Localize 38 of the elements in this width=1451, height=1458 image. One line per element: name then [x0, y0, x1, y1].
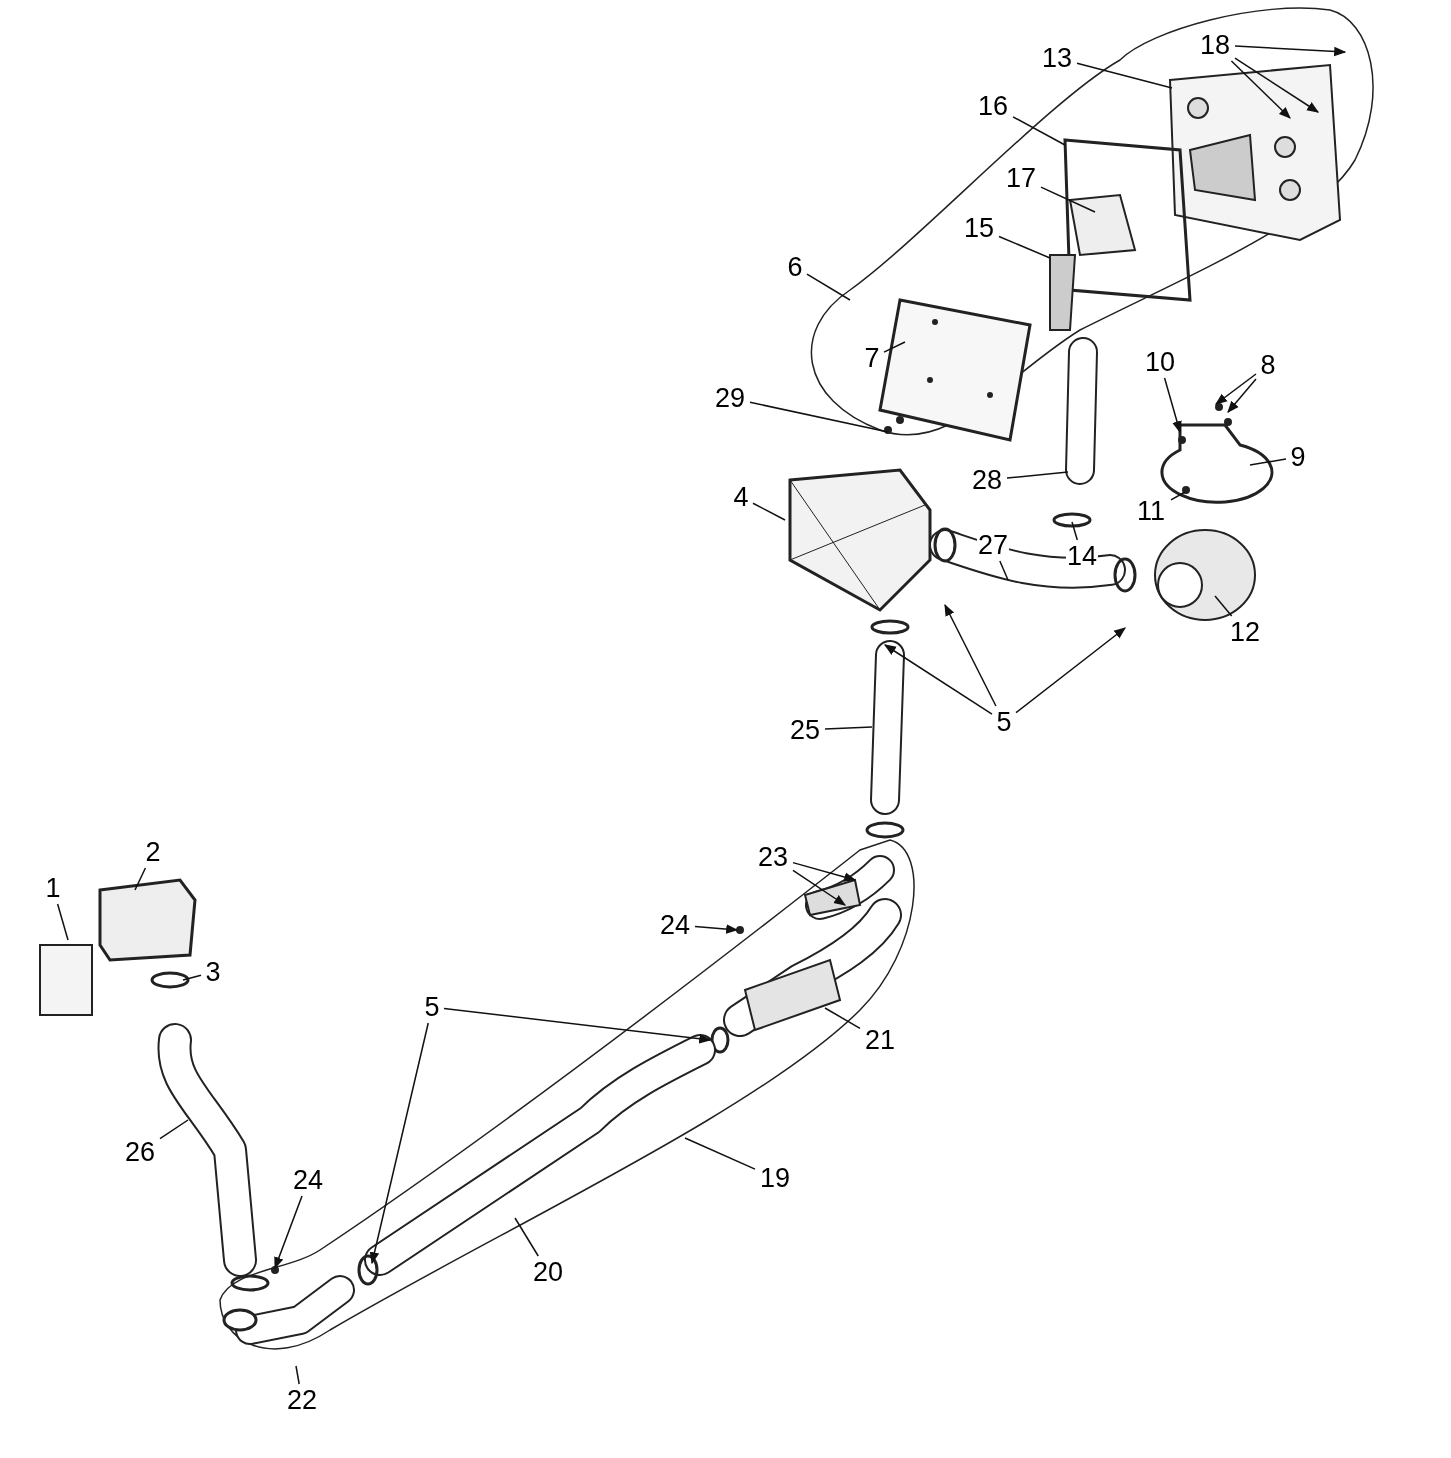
leader-line: [824, 1007, 861, 1030]
leader-line: [182, 974, 202, 981]
leader-line: [1015, 627, 1126, 714]
leader-line: [1234, 57, 1319, 113]
leader-line: [514, 1217, 539, 1257]
leader-line: [1071, 521, 1079, 541]
leader-line: [1040, 186, 1096, 213]
leader-line: [1163, 377, 1182, 434]
leader-line: [1215, 373, 1257, 405]
leader-line: [884, 644, 993, 715]
leader-line: [274, 1195, 303, 1270]
leader-line: [999, 560, 1009, 581]
leader-line: [998, 235, 1051, 259]
leader-line: [1076, 62, 1173, 89]
leader-line: [752, 502, 786, 521]
leader-line: [443, 1007, 712, 1044]
leader-line: [792, 861, 857, 882]
leader-line: [883, 341, 906, 353]
leader-line: [694, 924, 739, 934]
leader-line: [1170, 491, 1186, 501]
leader-line: [295, 1365, 300, 1385]
leader-line: [749, 401, 889, 433]
leader-line: [1214, 595, 1233, 617]
leader-line: [944, 603, 997, 707]
leader-line: [792, 869, 846, 906]
leader-line: [369, 1022, 429, 1265]
leader-line: [806, 273, 851, 301]
leader-line: [1227, 378, 1257, 413]
leader-line: [56, 903, 69, 941]
leader-line: [1234, 45, 1347, 57]
leader-line: [824, 726, 873, 730]
leader-line: [1230, 60, 1291, 119]
leader-line: [134, 867, 147, 891]
leader-line: [684, 1137, 756, 1170]
leader-line: [159, 1119, 189, 1140]
leader-line: [1012, 116, 1066, 146]
leader-line: [1249, 458, 1287, 466]
leader-line: [1006, 471, 1069, 479]
